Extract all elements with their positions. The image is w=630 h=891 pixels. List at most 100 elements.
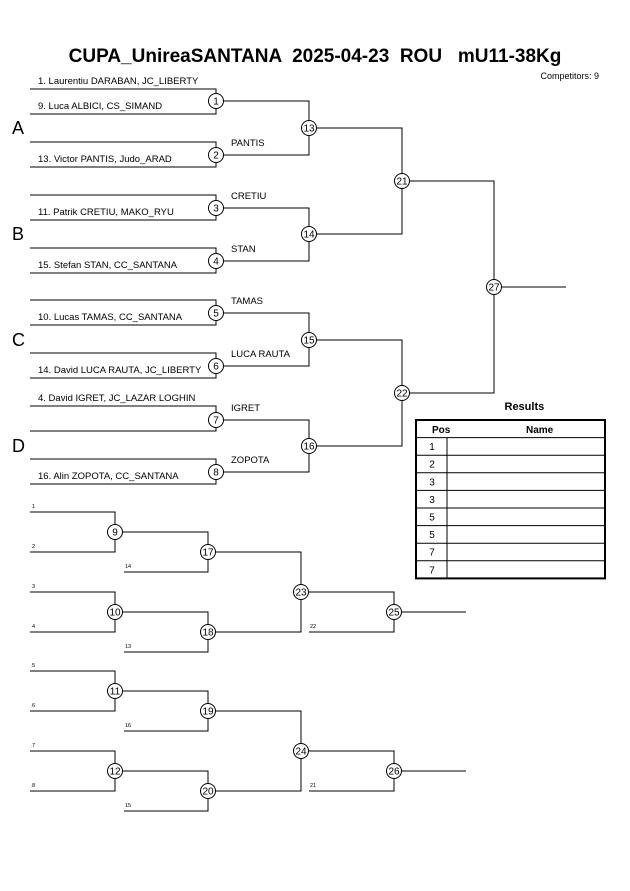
match-8-number: 8 xyxy=(213,468,219,479)
match-20-circle xyxy=(200,783,216,799)
results-pos: 1 xyxy=(429,442,435,453)
results-pos: 5 xyxy=(429,513,435,524)
match-20-number: 20 xyxy=(202,787,214,798)
match-17-circle xyxy=(200,544,216,560)
match-14-circle xyxy=(301,226,317,242)
results-header-name: Name xyxy=(526,425,554,436)
winner-label: IGRET xyxy=(231,403,260,414)
pool-label-b: B xyxy=(12,224,24,244)
match-10-number: 10 xyxy=(109,608,121,619)
competitors-count: Competitors: 9 xyxy=(540,71,599,81)
results-pos: 3 xyxy=(429,477,435,488)
match-9-number: 9 xyxy=(112,528,118,539)
round1-bracket-7 xyxy=(30,405,217,432)
repechage-seed: 6 xyxy=(32,703,35,709)
match-27-circle xyxy=(486,279,502,295)
repechage1-bracket-10 xyxy=(30,591,116,633)
repechage-feed: 14 xyxy=(125,564,131,570)
repechage2-bracket-24 xyxy=(208,710,302,792)
repechage-feed: 21 xyxy=(310,783,316,789)
match-11-number: 11 xyxy=(110,687,121,698)
results-pos: 7 xyxy=(429,548,435,559)
match-4-number: 4 xyxy=(213,257,219,268)
repechage-seed: 4 xyxy=(32,624,35,630)
entry-label: 14. David LUCA RAUTA, JC_LIBERTY xyxy=(38,365,202,376)
match-18-circle xyxy=(200,624,216,640)
match-25-number: 25 xyxy=(388,608,400,619)
repechage-seed: 7 xyxy=(32,743,35,749)
match-3-circle xyxy=(208,200,224,216)
match-6-circle xyxy=(208,358,224,374)
match-12-number: 12 xyxy=(109,767,121,778)
pool-label-d: D xyxy=(12,436,25,456)
repechage-feed: 13 xyxy=(125,644,131,650)
results-header-pos: Pos xyxy=(432,425,451,436)
match-15-number: 15 xyxy=(303,336,315,347)
results-title: Results xyxy=(505,401,545,413)
match-14-number: 14 xyxy=(303,230,315,241)
entry-label: 15. Stefan STAN, CC_SANTANA xyxy=(38,260,178,271)
results-pos: 3 xyxy=(429,495,435,506)
repechage1-bracket-9 xyxy=(30,511,116,553)
match-26-circle xyxy=(386,763,402,779)
match-22-number: 22 xyxy=(396,389,408,400)
match-9-circle xyxy=(107,524,123,540)
match-23-number: 23 xyxy=(295,588,307,599)
winner-label: PANTIS xyxy=(231,138,265,149)
match-24-circle xyxy=(293,743,309,759)
entry-label: 11. Patrik CRETIU, MAKO_RYU xyxy=(38,207,174,218)
semi-bracket-22 xyxy=(309,339,403,447)
match-4-circle xyxy=(208,253,224,269)
repechage-seed: 1 xyxy=(32,504,35,510)
repechage-seed: 2 xyxy=(32,544,35,550)
repechage2-bracket-11 xyxy=(30,670,116,712)
repechage-feed: 16 xyxy=(125,723,131,729)
match-12-circle xyxy=(107,763,123,779)
pool-label-a: A xyxy=(12,118,24,138)
winner-label: STAN xyxy=(231,244,256,255)
match-13-circle xyxy=(301,120,317,136)
match-10-circle xyxy=(107,604,123,620)
pool-label-c: C xyxy=(12,330,25,350)
entry-label: 9. Luca ALBICI, CS_SIMAND xyxy=(38,101,162,112)
match-3-number: 3 xyxy=(213,204,219,215)
repechage-seed: 3 xyxy=(32,584,35,590)
match-13-number: 13 xyxy=(303,124,315,135)
semi-bracket-21 xyxy=(309,127,403,235)
match-5-circle xyxy=(208,305,224,321)
match-18-number: 18 xyxy=(202,628,214,639)
results-pos: 5 xyxy=(429,530,435,541)
match-7-number: 7 xyxy=(213,416,219,427)
match-5-number: 5 xyxy=(213,309,219,320)
entry-label: 13. Victor PANTIS, Judo_ARAD xyxy=(38,154,172,165)
match-6-number: 6 xyxy=(213,362,219,373)
match-2-number: 2 xyxy=(213,151,219,162)
winner-label: ZOPOTA xyxy=(231,455,270,466)
match-17-number: 17 xyxy=(202,548,214,559)
match-16-number: 16 xyxy=(303,442,315,453)
results-table xyxy=(415,419,606,580)
repechage-feed: 15 xyxy=(125,803,131,809)
entry-label: 1. Laurentiu DARABAN, JC_LIBERTY xyxy=(38,76,199,87)
winner-label: CRETIU xyxy=(231,191,267,202)
repechage2-bracket-12 xyxy=(30,750,116,792)
winner-label: LUCA RAUTA xyxy=(231,349,291,360)
match-7-circle xyxy=(208,412,224,428)
match-19-circle xyxy=(200,703,216,719)
match-1-number: 1 xyxy=(213,97,219,108)
results-pos: 2 xyxy=(429,460,435,471)
match-25-circle xyxy=(386,604,402,620)
repechage-feed: 22 xyxy=(310,624,316,630)
match-24-number: 24 xyxy=(295,747,307,758)
page-title: CUPA_UnireaSANTANA 2025-04-23 ROU mU11-3… xyxy=(68,46,562,67)
match-15-circle xyxy=(301,332,317,348)
final-bracket-27 xyxy=(402,180,495,394)
repechage-seed: 8 xyxy=(32,783,35,789)
match-2-circle xyxy=(208,147,224,163)
repechage-seed: 5 xyxy=(32,663,35,669)
match-21-number: 21 xyxy=(396,177,408,188)
match-16-circle xyxy=(301,438,317,454)
match-19-number: 19 xyxy=(202,707,214,718)
repechage1-bracket-23 xyxy=(208,551,302,633)
